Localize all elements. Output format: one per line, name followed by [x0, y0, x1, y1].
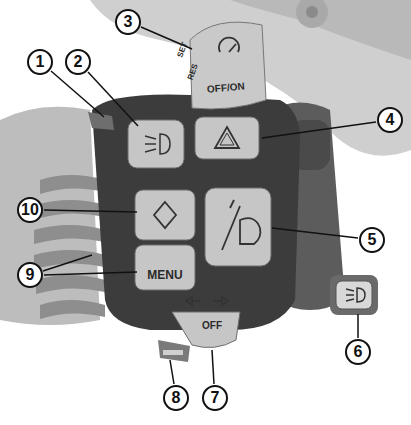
callout-number: 4: [377, 107, 403, 133]
callout-number: 9: [17, 262, 43, 288]
callout-number: 10: [17, 197, 43, 223]
switch-label: SET: [177, 41, 190, 58]
callout-number: 3: [115, 9, 141, 35]
callout-number: 5: [359, 227, 385, 253]
switch-label: OFF: [202, 321, 222, 331]
callout-number: 8: [163, 385, 189, 411]
callout-number: 7: [202, 385, 228, 411]
callout-number: 6: [345, 339, 371, 365]
callout-number: 2: [65, 49, 91, 75]
callout-number: 1: [27, 49, 53, 75]
switch-label: MENU: [147, 269, 182, 281]
